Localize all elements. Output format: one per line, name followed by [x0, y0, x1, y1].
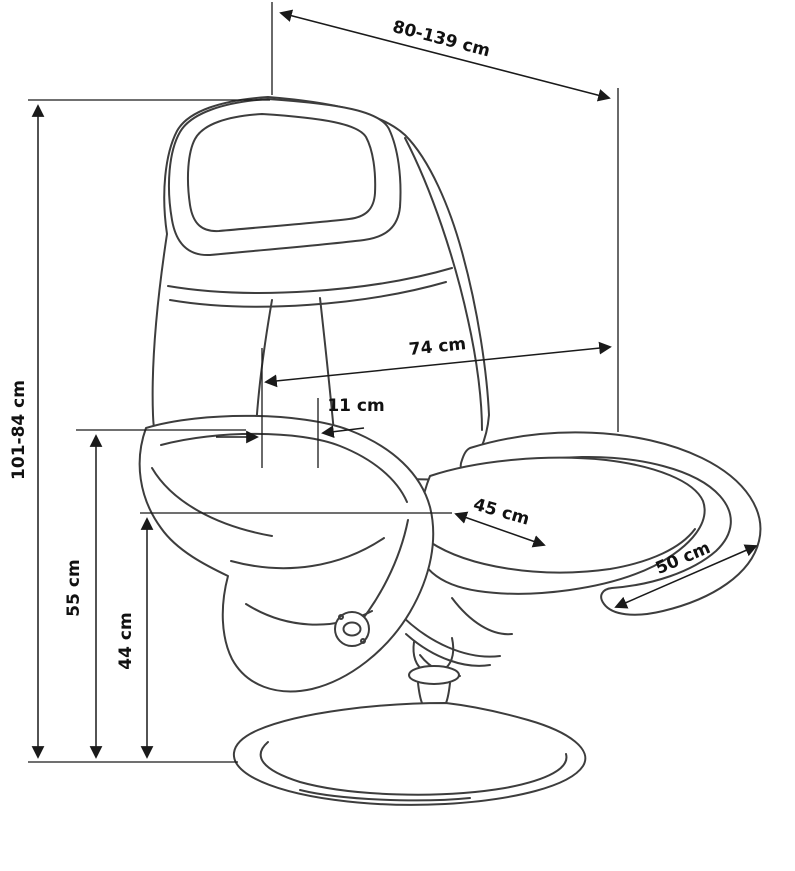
dim-height-label: 101-84 cm [9, 380, 29, 480]
recliner-illustration [138, 96, 762, 806]
dim-seat-depth-arrow [614, 544, 758, 609]
dim-thickness-arrow-right [321, 425, 365, 439]
chair-backrest-seam-horizontal [167, 267, 453, 294]
dim-depth-arrow [279, 9, 611, 102]
dim-seat-height-label: 44 cm [116, 612, 136, 669]
dim-overall-width: 74 cm [261, 334, 612, 468]
chair-footrest-mechanism [395, 597, 513, 677]
dim-armrest-thickness: 11 cm [216, 396, 385, 468]
recline-knob [334, 611, 370, 647]
chair-headrest [168, 98, 402, 257]
chair-headrest-panel [186, 113, 377, 233]
dimension-annotations: 80-139 cm 101-84 cm 74 cm 11 cm 45 cm [9, 2, 758, 763]
dim-height-range: 101-84 cm [9, 99, 270, 763]
dim-armrest-height: 55 cm [64, 429, 246, 759]
dim-width-arrow [264, 341, 612, 388]
chair-armrest-left [138, 414, 435, 693]
chair-backrest-seam-horizontal-2 [169, 281, 447, 308]
dim-seat-height: 44 cm [116, 512, 452, 759]
dim-seat-width-arrow [454, 511, 546, 548]
dim-thickness-label: 11 cm [327, 396, 384, 416]
chair-pedestal-base [233, 637, 587, 806]
dim-armrest-height-label: 55 cm [64, 559, 84, 616]
chair-backrest-side-seam [404, 137, 483, 431]
